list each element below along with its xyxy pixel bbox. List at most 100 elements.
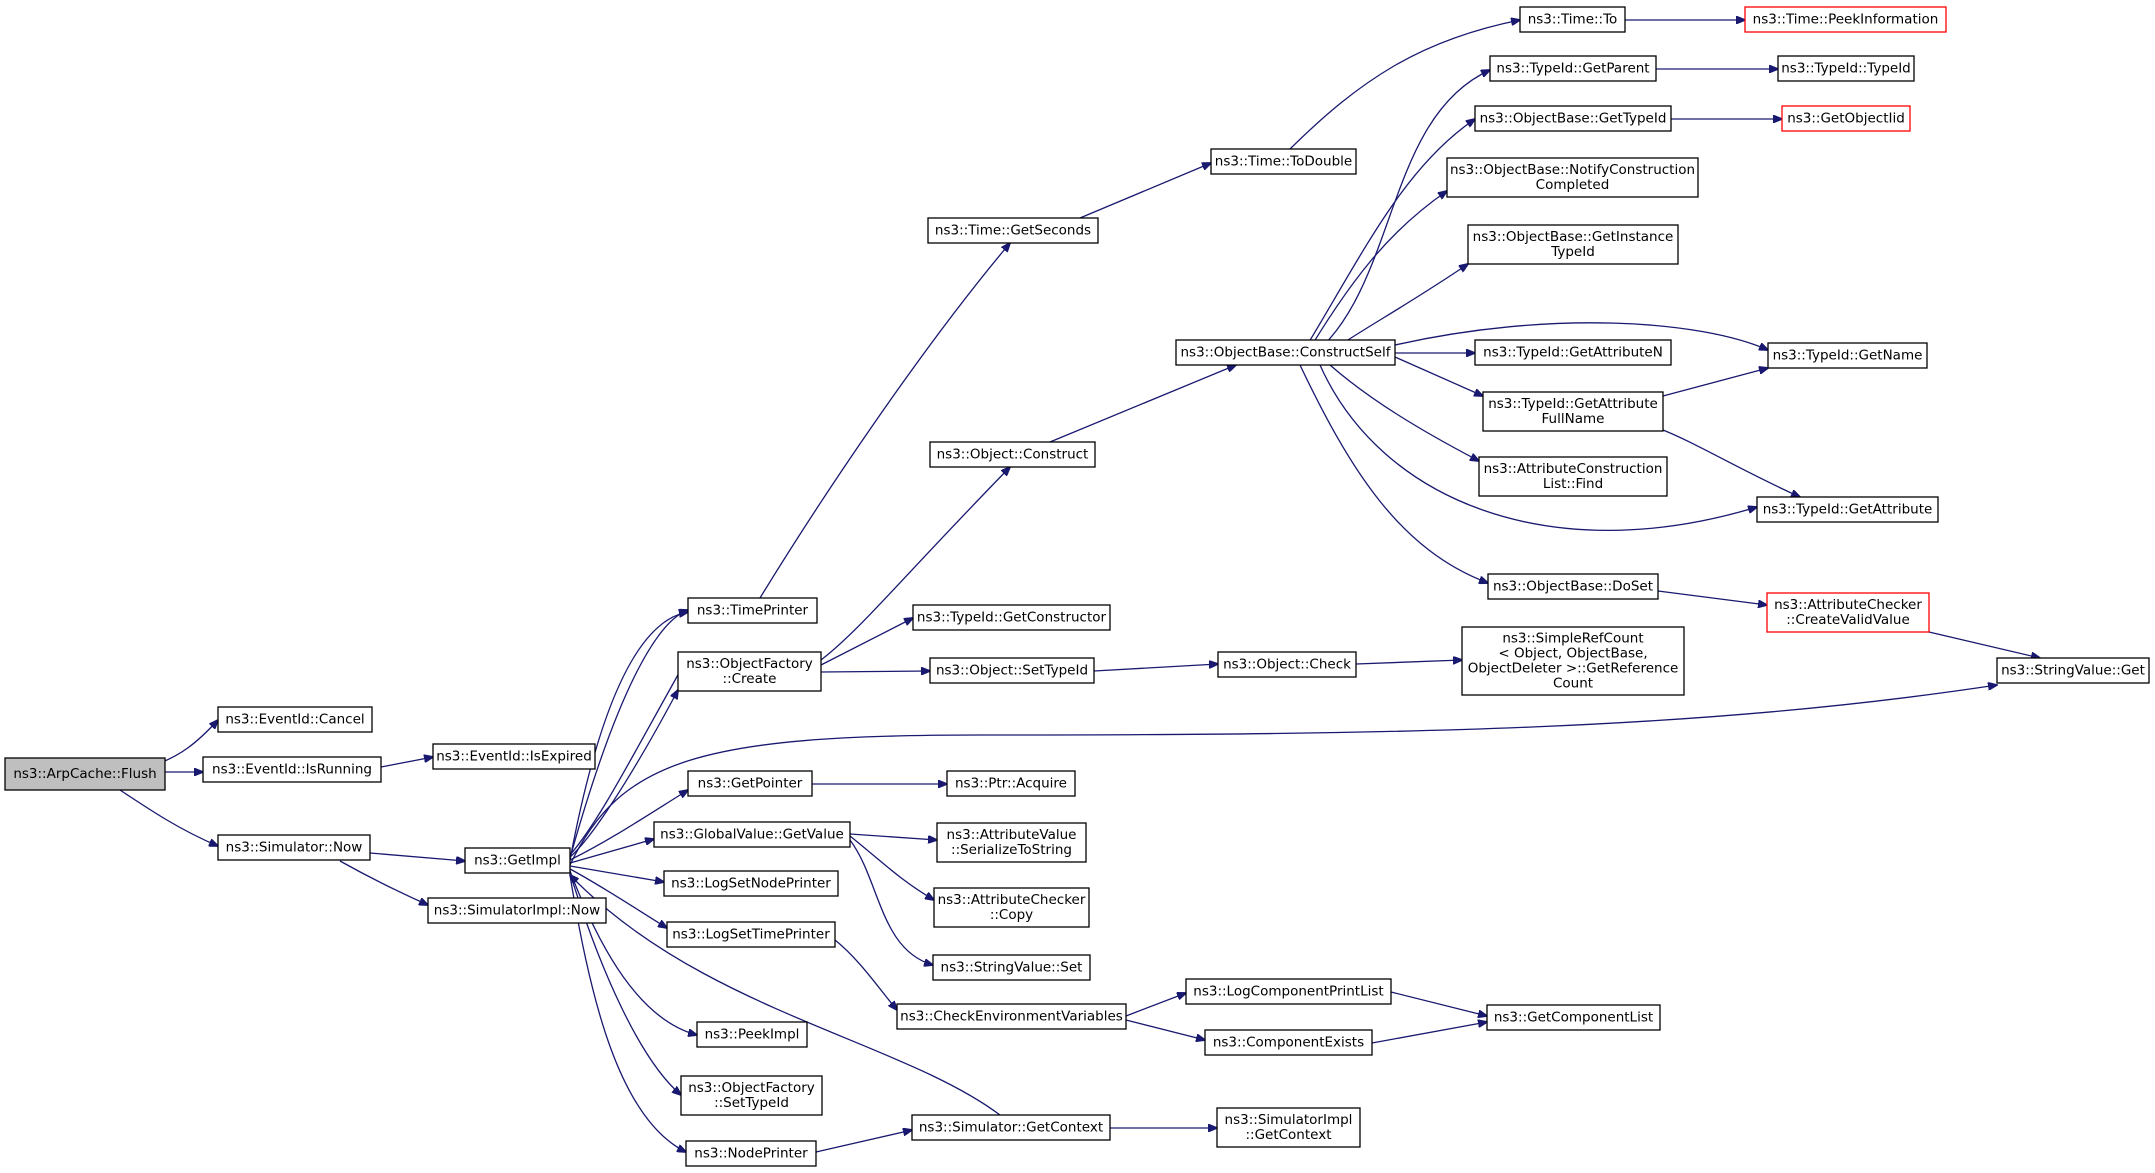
node-box[interactable] (1744, 6, 1947, 33)
node-box[interactable] (1461, 626, 1685, 696)
node-accreatevalid[interactable]: ns3::AttributeChecker::CreateValidValue (1766, 592, 1930, 633)
node-tidtypeid[interactable]: ns3::TypeId::TypeId (1777, 55, 1915, 82)
node-box[interactable] (677, 651, 822, 692)
node-box[interactable] (1175, 339, 1396, 366)
node-box[interactable] (1210, 148, 1357, 175)
node-box[interactable] (653, 821, 851, 848)
node-box[interactable] (685, 1140, 817, 1167)
node-isexpired[interactable]: ns3::EventId::IsExpired (432, 743, 596, 770)
node-box[interactable] (946, 770, 1076, 797)
node-box[interactable] (1185, 978, 1392, 1005)
node-tidgetattr[interactable]: ns3::TypeId::GetAttribute (1756, 496, 1939, 523)
node-box[interactable] (217, 834, 371, 861)
node-box[interactable] (1766, 592, 1930, 633)
node-box[interactable] (936, 822, 1087, 863)
node-getcomplist[interactable]: ns3::GetComponentList (1486, 1004, 1661, 1031)
node-timeprinter[interactable]: ns3::TimePrinter (687, 597, 818, 624)
node-obdoset[interactable]: ns3::ObjectBase::DoSet (1487, 573, 1659, 600)
node-gvgetvalue[interactable]: ns3::GlobalValue::GetValue (653, 821, 851, 848)
node-box[interactable] (1781, 105, 1911, 132)
node-logsetnode[interactable]: ns3::LogSetNodePrinter (663, 870, 839, 897)
node-box[interactable] (1996, 657, 2150, 684)
node-box[interactable] (696, 1021, 808, 1048)
node-logcompprint[interactable]: ns3::LogComponentPrintList (1185, 978, 1392, 1005)
node-box[interactable] (1446, 157, 1699, 198)
node-ofsettypeid[interactable]: ns3::ObjectFactory::SetTypeId (680, 1075, 823, 1116)
node-box[interactable] (432, 743, 596, 770)
node-box[interactable] (1489, 55, 1657, 82)
node-box[interactable] (680, 1075, 823, 1116)
node-box[interactable] (1756, 496, 1939, 523)
node-box[interactable] (1217, 651, 1357, 678)
node-logsettime[interactable]: ns3::LogSetTimePrinter (666, 921, 836, 948)
node-box[interactable] (1486, 1004, 1661, 1031)
node-cancel[interactable]: ns3::EventId::Cancel (217, 706, 373, 733)
node-box[interactable] (929, 657, 1095, 684)
node-box[interactable] (927, 217, 1099, 244)
node-box[interactable] (464, 847, 571, 874)
node-tidgetparent[interactable]: ns3::TypeId::GetParent (1489, 55, 1657, 82)
node-box[interactable] (1767, 342, 1928, 369)
node-box[interactable] (1474, 105, 1672, 132)
node-box[interactable] (1482, 391, 1664, 432)
node-simnow[interactable]: ns3::Simulator::Now (217, 834, 371, 861)
node-box[interactable] (1478, 456, 1668, 497)
node-obconstructself[interactable]: ns3::ObjectBase::ConstructSelf (1175, 339, 1396, 366)
node-simimplgetcontext[interactable]: ns3::SimulatorImpl::GetContext (1216, 1107, 1361, 1148)
node-box[interactable] (1487, 573, 1659, 600)
node-timeto[interactable]: ns3::Time::To (1519, 6, 1626, 33)
node-obgettypeid[interactable]: ns3::ObjectBase::GetTypeId (1474, 105, 1672, 132)
node-simimplnow[interactable]: ns3::SimulatorImpl::Now (427, 897, 607, 924)
node-box[interactable] (1467, 224, 1679, 265)
node-getobjectiid[interactable]: ns3::GetObjectIid (1781, 105, 1911, 132)
node-box[interactable] (896, 1003, 1127, 1030)
node-nodeprinter[interactable]: ns3::NodePrinter (685, 1140, 817, 1167)
node-peekimpl[interactable]: ns3::PeekImpl (696, 1021, 808, 1048)
node-objcheck[interactable]: ns3::Object::Check (1217, 651, 1357, 678)
node-getimpl[interactable]: ns3::GetImpl (464, 847, 571, 874)
node-timepeek[interactable]: ns3::Time::PeekInformation (1744, 6, 1947, 33)
node-box[interactable] (912, 604, 1111, 631)
node-simgetcontext[interactable]: ns3::Simulator::GetContext (911, 1114, 1111, 1141)
node-ofcreate[interactable]: ns3::ObjectFactory::Create (677, 651, 822, 692)
node-box[interactable] (217, 706, 373, 733)
node-avserialize[interactable]: ns3::AttributeValue::SerializeToString (936, 822, 1087, 863)
node-checkenv[interactable]: ns3::CheckEnvironmentVariables (896, 1003, 1127, 1030)
node-box[interactable] (1216, 1107, 1361, 1148)
node-box[interactable] (1519, 6, 1626, 33)
node-svget[interactable]: ns3::StringValue::Get (1996, 657, 2150, 684)
node-ptracquire[interactable]: ns3::Ptr::Acquire (946, 770, 1076, 797)
node-flush[interactable]: ns3::ArpCache::Flush (4, 757, 166, 791)
node-timetodouble[interactable]: ns3::Time::ToDouble (1210, 148, 1357, 175)
node-obnotify[interactable]: ns3::ObjectBase::NotifyConstructionCompl… (1446, 157, 1699, 198)
node-box[interactable] (663, 870, 839, 897)
node-box[interactable] (929, 441, 1096, 468)
node-box[interactable] (666, 921, 836, 948)
node-getpointer[interactable]: ns3::GetPointer (687, 770, 813, 797)
node-srcgetref[interactable]: ns3::SimpleRefCount< Object, ObjectBase,… (1461, 626, 1685, 696)
node-objconstruct[interactable]: ns3::Object::Construct (929, 441, 1096, 468)
node-tidgetattrn[interactable]: ns3::TypeId::GetAttributeN (1474, 339, 1672, 366)
node-tidgetctor[interactable]: ns3::TypeId::GetConstructor (912, 604, 1111, 631)
node-accopy[interactable]: ns3::AttributeChecker::Copy (933, 887, 1090, 928)
node-box[interactable] (911, 1114, 1111, 1141)
node-box[interactable] (933, 887, 1090, 928)
node-box[interactable] (1474, 339, 1672, 366)
node-box[interactable] (1204, 1029, 1373, 1056)
node-box[interactable] (1777, 55, 1915, 82)
node-svset[interactable]: ns3::StringValue::Set (932, 954, 1091, 981)
node-timegetseconds[interactable]: ns3::Time::GetSeconds (927, 217, 1099, 244)
node-box[interactable] (427, 897, 607, 924)
node-compexists[interactable]: ns3::ComponentExists (1204, 1029, 1373, 1056)
node-box[interactable] (687, 597, 818, 624)
node-isrunning[interactable]: ns3::EventId::IsRunning (202, 756, 382, 783)
node-box[interactable] (202, 756, 382, 783)
node-box[interactable] (932, 954, 1091, 981)
node-objsettypeid[interactable]: ns3::Object::SetTypeId (929, 657, 1095, 684)
node-box[interactable] (4, 757, 166, 791)
node-tidgetname[interactable]: ns3::TypeId::GetName (1767, 342, 1928, 369)
node-box[interactable] (687, 770, 813, 797)
